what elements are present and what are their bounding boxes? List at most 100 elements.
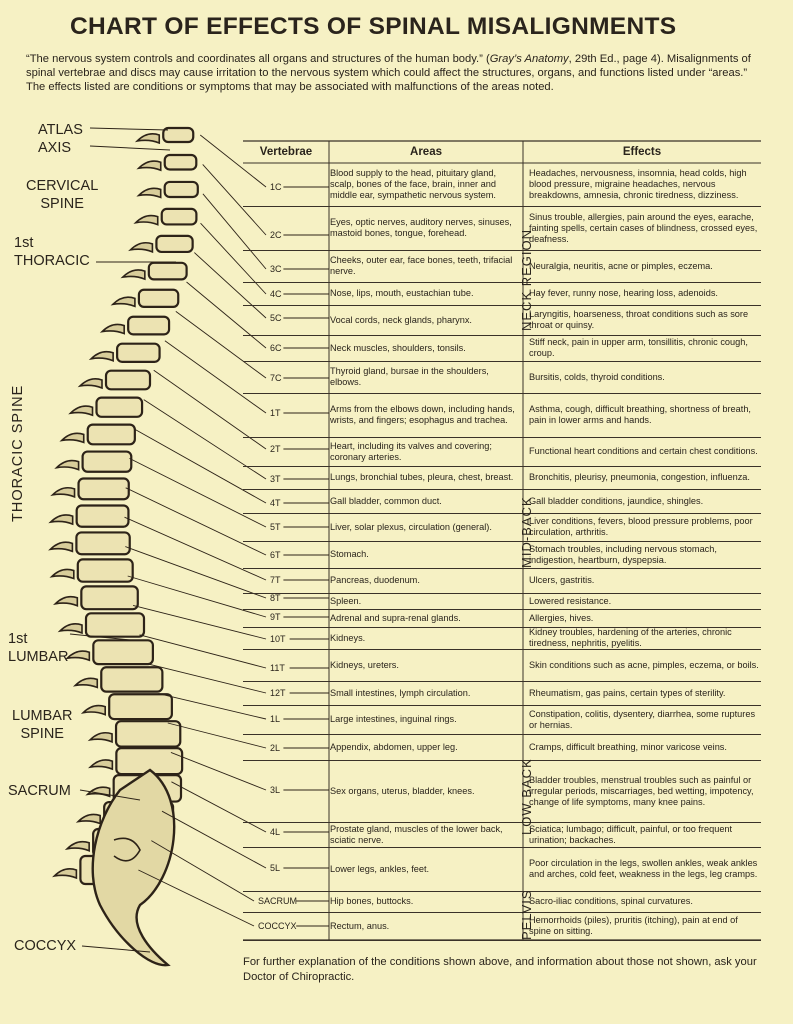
- table-row: Adrenal and supra-renal glands.Allergies…: [243, 609, 761, 628]
- effect-cell: Hemorrhoids (piles), pruritis (itching),…: [529, 915, 738, 936]
- area-cell: Blood supply to the head, pituitary glan…: [330, 168, 496, 200]
- vertebra-process: [64, 840, 90, 852]
- vertebra-process: [65, 650, 91, 662]
- region-pelvis-label: PELVIS: [519, 889, 534, 940]
- vertebra-process: [68, 405, 94, 417]
- vertebra-label: 3C: [270, 264, 282, 274]
- vertebra-process: [54, 459, 80, 471]
- vertebra-label: 5L: [270, 863, 280, 873]
- table-row: Stomach.Stomach troubles, including nerv…: [243, 541, 761, 569]
- vertebra-process: [136, 160, 162, 172]
- vertebra-leader-line: [132, 604, 267, 640]
- intro-paragraph: “The nervous system controls and coordin…: [26, 52, 762, 94]
- effect-cell: Bursitis, colds, thyroid conditions.: [529, 371, 665, 382]
- table-row: Liver, solar plexus, circulation (genera…: [243, 513, 761, 542]
- area-cell: Kidneys, ureters.: [330, 659, 399, 670]
- table-row: Kidneys, ureters.Skin conditions such as…: [243, 649, 761, 682]
- area-cell: Eyes, optic nerves, auditory nerves, sin…: [330, 217, 512, 238]
- table-row: Appendix, abdomen, upper leg.Cramps, dif…: [243, 734, 761, 761]
- vertebra-leader-line: [186, 281, 267, 349]
- table-row: Hip bones, buttocks.Sacro-iliac conditio…: [243, 891, 761, 913]
- table-row: Blood supply to the head, pituitary glan…: [243, 163, 761, 207]
- table-row: Nose, lips, mouth, eustachian tube.Hay f…: [243, 282, 761, 306]
- vertebra-label: 2C: [270, 230, 282, 240]
- vertebra-shape: [75, 531, 131, 556]
- effect-cell: Functional heart conditions and certain …: [529, 446, 758, 456]
- vertebra-process: [88, 759, 114, 771]
- table-row: Neck muscles, shoulders, tonsils.Stiff n…: [243, 335, 761, 362]
- vertebra-shape: [155, 234, 194, 254]
- vertebra-label: 5T: [270, 522, 281, 532]
- vertebra-process: [49, 568, 75, 580]
- area-cell: Hip bones, buttocks.: [330, 896, 414, 906]
- table-row: Sex organs, uterus, bladder, knees.Bladd…: [243, 760, 761, 823]
- effect-cell: Sinus trouble, allergies, pain around th…: [529, 211, 758, 244]
- area-cell: Sex organs, uterus, bladder, knees.: [330, 785, 475, 796]
- vertebra-shape: [95, 396, 144, 418]
- vertebra-shape: [147, 261, 188, 281]
- vertebra-shape: [75, 504, 130, 528]
- effect-cell: Headaches, nervousness, insomnia, head c…: [529, 168, 747, 200]
- table-row: Arms from the elbows down, including han…: [243, 393, 761, 438]
- vertebra-label: 2L: [270, 743, 280, 753]
- vertebra-leader-line: [125, 487, 267, 556]
- vertebra-label: SACRUM: [258, 896, 297, 906]
- vertebra-shape: [80, 585, 139, 611]
- area-cell: Large intestines, inguinal rings.: [330, 714, 457, 724]
- label-axis: AXIS: [38, 140, 72, 156]
- area-cell: Neck muscles, shoulders, tonsils.: [330, 342, 466, 353]
- vertebra-leader-line: [138, 869, 255, 927]
- vertebra-process: [59, 432, 85, 444]
- effect-cell: Asthma, cough, difficult breathing, shor…: [529, 404, 751, 425]
- vertebra-process: [133, 214, 159, 226]
- table-row: Large intestines, inguinal rings. Constip…: [243, 705, 761, 735]
- vertebra-process: [87, 731, 113, 744]
- table-row: Pancreas, duodenum.Ulcers, gastritis.: [243, 568, 761, 594]
- vertebra-leader-line: [148, 663, 267, 694]
- vertebra-process: [50, 486, 76, 499]
- vertebra-leader-line: [171, 781, 267, 833]
- intro-source: Gray’s Anatomy: [489, 53, 569, 65]
- effect-cell: Laryngitis, hoarseness, throat condition…: [529, 309, 749, 330]
- vertebra-shape: [81, 450, 133, 473]
- vertebra-leader-line: [194, 252, 267, 319]
- vertebra-process: [77, 378, 103, 390]
- vertebra-label: 3T: [270, 474, 281, 484]
- table-row: Rectum, anus.Hemorrhoids (piles), prurit…: [243, 912, 761, 941]
- vertebra-leader-line: [153, 369, 267, 450]
- area-cell: Heart, including its valves and covering…: [330, 440, 492, 462]
- vertebra-leader-line: [164, 340, 267, 414]
- vertebra-shape: [86, 423, 136, 446]
- effect-cell: Hay fever, runny nose, hearing loss, ade…: [529, 288, 718, 298]
- vertebra-leader-line: [143, 399, 267, 480]
- page-title: CHART OF EFFECTS OF SPINAL MISALIGNMENTS: [70, 13, 677, 40]
- effect-cell: Constipation, colitis, dysentery, diarrh…: [529, 708, 756, 730]
- vertebra-shape: [100, 666, 164, 693]
- vertebra-leader-line: [134, 428, 267, 504]
- intro-quote: “The nervous system controls and coordin…: [26, 53, 490, 65]
- area-cell: Lower legs, ankles, feet.: [330, 863, 430, 874]
- area-cell: Prostate gland, muscles of the lower bac…: [330, 823, 503, 845]
- label-pointer-line: [89, 127, 169, 131]
- label-thoracic-spine: THORACIC SPINE: [10, 384, 26, 522]
- vertebra-leader-line: [161, 810, 267, 869]
- effect-cell: Poor circulation in the legs, swollen an…: [529, 858, 758, 879]
- area-cell: Gall bladder, common duct.: [330, 495, 442, 506]
- table-row: Lungs, bronchial tubes, pleura, chest, b…: [243, 466, 761, 490]
- effect-cell: Lowered resistance.: [529, 595, 612, 606]
- vertebra-shape: [77, 477, 130, 501]
- table-row: Cheeks, outer ear, face bones, teeth, tr…: [243, 250, 761, 283]
- vertebra-label: 1T: [270, 408, 281, 418]
- vertebra-shape: [76, 558, 134, 583]
- vertebra-leader-line: [167, 722, 267, 749]
- table-row: Heart, including its valves and covering…: [243, 437, 761, 467]
- vertebra-shape: [116, 342, 161, 363]
- table-row: Gall bladder, common duct.Gall bladder c…: [243, 489, 761, 514]
- vertebra-label: 6C: [270, 343, 282, 353]
- vertebra-label: 11T: [270, 663, 285, 673]
- area-cell: Lungs, bronchial tubes, pleura, chest, b…: [330, 472, 514, 482]
- table-row: Thyroid gland, bursae in the shoulders, …: [243, 361, 761, 394]
